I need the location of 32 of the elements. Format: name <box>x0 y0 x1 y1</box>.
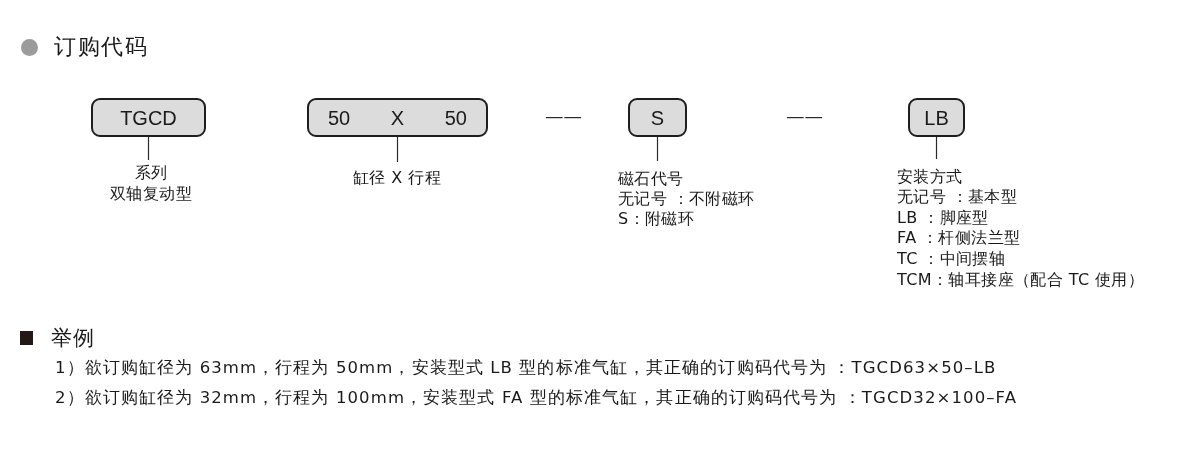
code-separator: —— <box>786 106 823 126</box>
field-option: TC ：中间摆轴 <box>897 249 1006 270</box>
section-heading: 举例 <box>51 325 95 352</box>
code-box <box>628 98 687 137</box>
code-box <box>908 98 965 137</box>
code-label: 50 <box>328 107 351 128</box>
leader-line <box>147 136 150 161</box>
code-label: 50 <box>444 107 467 128</box>
code-separator: —— <box>545 106 582 126</box>
field-name: 缸径 X 行程 <box>353 166 441 188</box>
code-box <box>91 98 206 137</box>
code-box <box>307 98 488 137</box>
example-text: 1）欲订购缸径为 63mm，行程为 50mm，安装型式 LB 型的标准气缸，其正确的订购码代号为 ：TGCD63×50–LB <box>55 357 997 379</box>
field-option: TCM：轴耳接座（配合 TC 使用） <box>897 269 1145 291</box>
leader-line <box>656 136 659 162</box>
code-label: TGCD <box>120 107 177 128</box>
field-option: 双轴复动型 <box>110 182 192 204</box>
leader-line <box>935 136 938 160</box>
example-text: 2）欲订购缸径为 32mm，行程为 100mm，安装型式 FA 型的标准气缸，其正确的订购码代号为 ：TGCD32×100–FA <box>55 387 1018 409</box>
section-title: 订购代码 <box>54 33 148 61</box>
leader-line <box>396 136 399 163</box>
field-option: S：附磁环 <box>618 209 695 229</box>
code-label: LB <box>924 107 949 128</box>
code-label: X <box>390 107 405 128</box>
field-option: 无记号 ：基本型 <box>897 187 1018 208</box>
field-name: 磁石代号 <box>618 169 684 189</box>
code-label: S <box>650 107 665 128</box>
field-option: 无记号 ：不附磁环 <box>618 189 755 209</box>
field-option: LB ：脚座型 <box>897 207 989 229</box>
field-name: 系列 <box>134 161 168 183</box>
field-option: FA ：杆侧法兰型 <box>897 228 1021 250</box>
field-name: 安装方式 <box>897 166 963 188</box>
